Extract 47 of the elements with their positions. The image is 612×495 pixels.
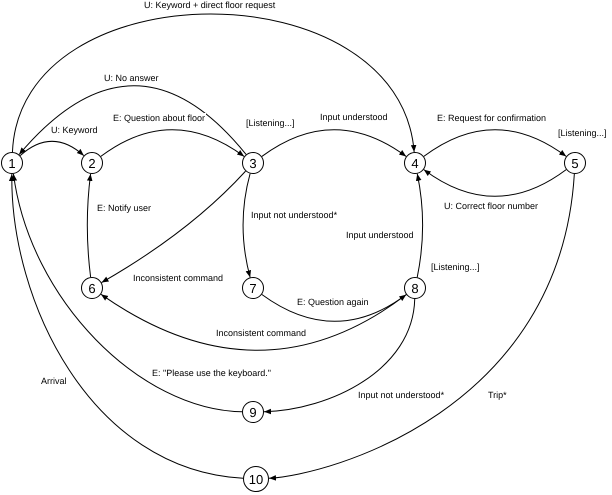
edge-label: Input understood bbox=[345, 230, 415, 241]
edge-label: E: Notify user bbox=[96, 203, 152, 214]
state-circle: 4 bbox=[404, 152, 426, 174]
arrow bbox=[268, 173, 575, 480]
arrow bbox=[261, 129, 407, 157]
arrow bbox=[20, 140, 84, 156]
edge-label: U: Keyword + direct floor request bbox=[143, 0, 276, 11]
arrow bbox=[9, 174, 244, 479]
edge-label: U: No answer bbox=[103, 73, 160, 84]
edge-label: Input understood bbox=[319, 112, 389, 123]
state-circle: 8 bbox=[404, 277, 426, 299]
arrow bbox=[12, 14, 416, 153]
edge-label: E: "Please use the keyboard." bbox=[151, 368, 272, 379]
arrow bbox=[423, 169, 567, 197]
edge-label: Arrival bbox=[40, 376, 68, 387]
arrow bbox=[261, 294, 407, 322]
edge-label: E: Request for confirmation bbox=[436, 113, 548, 124]
state-note: [Listening...] bbox=[558, 128, 607, 139]
state-circle: 10 bbox=[243, 466, 269, 492]
state-circle: 9 bbox=[242, 401, 264, 423]
state-circle: 3 bbox=[242, 152, 264, 174]
edge-label: Trip* bbox=[487, 390, 508, 401]
edge-label: U: Keyword bbox=[50, 125, 99, 136]
edge-label: Inconsistent command bbox=[132, 273, 224, 284]
edge-label: E: Question about floor bbox=[112, 113, 206, 124]
arrow bbox=[101, 170, 246, 284]
arrow bbox=[12, 173, 242, 412]
arrow bbox=[416, 173, 424, 278]
arrow bbox=[264, 298, 416, 414]
edge-label: Inconsistent command bbox=[215, 328, 308, 339]
arrow bbox=[100, 294, 407, 351]
edge-label: Input not understood* bbox=[357, 390, 446, 401]
edge-label: U: Correct floor number bbox=[443, 201, 540, 212]
state-circle: 2 bbox=[81, 152, 103, 174]
arrow bbox=[18, 85, 247, 156]
arrow bbox=[100, 129, 245, 157]
state-note: [Listening...] bbox=[246, 118, 295, 129]
edge-label: Input not understood* bbox=[250, 210, 338, 221]
arrow bbox=[242, 173, 252, 278]
state-circle: 6 bbox=[81, 277, 103, 299]
state-circle: 7 bbox=[242, 277, 264, 299]
edge-label: E: Question again bbox=[296, 297, 370, 308]
state-note: [Listening...] bbox=[431, 262, 480, 273]
state-circle: 1 bbox=[1, 152, 23, 174]
arrow bbox=[86, 173, 93, 278]
state-circle: 5 bbox=[564, 152, 586, 174]
arrow bbox=[423, 129, 567, 157]
